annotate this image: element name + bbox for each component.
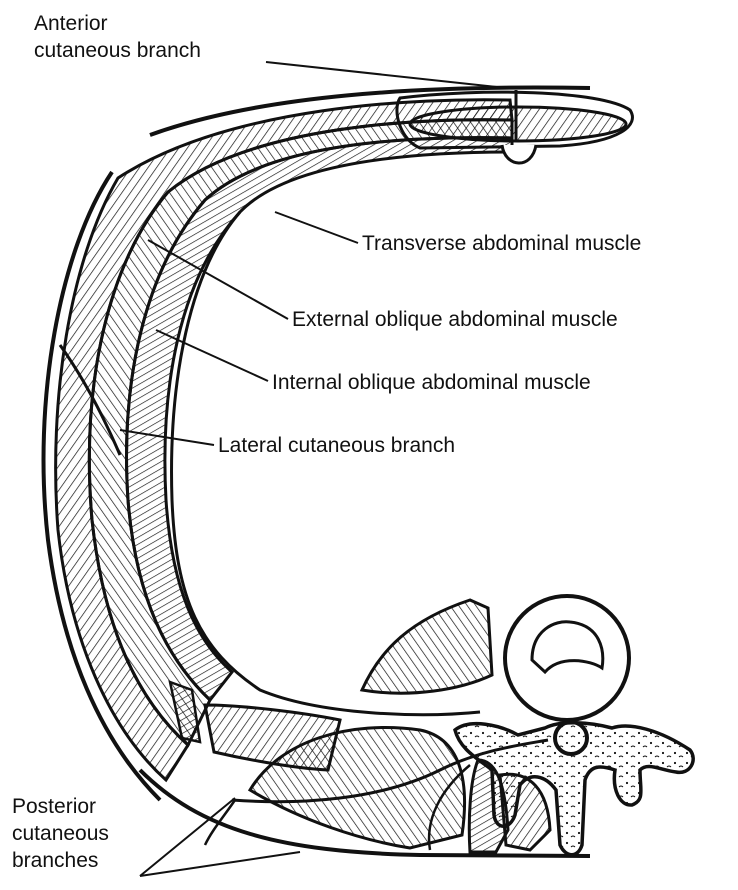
label-posterior-line-3: branches	[12, 847, 109, 874]
label-posterior-cutaneous-branches: Posterior cutaneous branches	[12, 793, 109, 874]
label-internal-oblique-abdominal-muscle: Internal oblique abdominal muscle	[272, 369, 591, 396]
label-anterior-cutaneous-branch: Anterior cutaneous branch	[34, 10, 201, 64]
label-lateral-cutaneous-branch: Lateral cutaneous branch	[218, 432, 455, 459]
anterior-nerve-bulb	[502, 145, 536, 163]
posterior-branch-1	[205, 800, 235, 845]
rectus-muscle	[410, 107, 626, 141]
psoas-muscle	[362, 600, 492, 693]
label-anterior-line-1: Anterior	[34, 10, 201, 37]
label-external-oblique-abdominal-muscle: External oblique abdominal muscle	[292, 306, 618, 333]
label-transverse-abdominal-muscle: Transverse abdominal muscle	[362, 230, 641, 257]
label-posterior-line-1: Posterior	[12, 793, 109, 820]
label-anterior-line-2: cutaneous branch	[34, 37, 201, 64]
leader-transverse	[275, 212, 358, 243]
label-posterior-line-2: cutaneous	[12, 820, 109, 847]
vertebral-body	[505, 596, 629, 720]
leader-anterior	[266, 62, 506, 88]
